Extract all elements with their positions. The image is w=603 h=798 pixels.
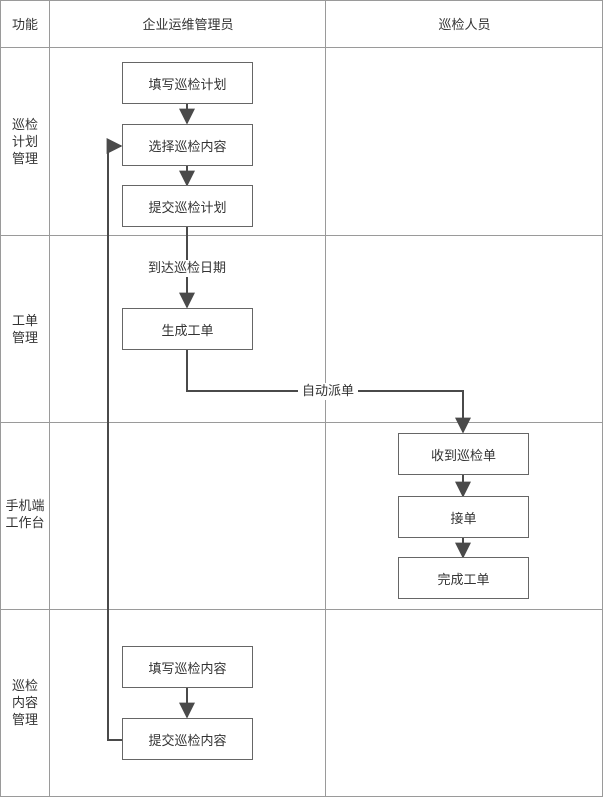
edge-label-auto-dispatch: 自动派单 <box>298 383 359 400</box>
node-fill-plan: 填写巡检计划 <box>122 62 253 104</box>
node-select-content: 选择巡检内容 <box>122 124 253 166</box>
header-inspector: 巡检人员 <box>438 18 491 33</box>
row-label-order: 工单 管理 <box>11 314 38 346</box>
node-accept-order: 接单 <box>398 496 529 538</box>
node-complete-order: 完成工单 <box>398 557 529 599</box>
node-fill-content: 填写巡检内容 <box>122 646 253 688</box>
node-submit-plan: 提交巡检计划 <box>122 185 253 227</box>
edge-submit-content-to-select <box>106 138 123 741</box>
row-label-plan: 巡检 计划 管理 <box>11 118 38 167</box>
node-submit-content: 提交巡检内容 <box>122 718 253 760</box>
node-generate-order: 生成工单 <box>122 308 253 350</box>
node-receive-order: 收到巡检单 <box>398 433 529 475</box>
edge-label-reach-date: 到达巡检日期 <box>144 260 231 277</box>
header-admin: 企业运维管理员 <box>142 18 234 33</box>
row-label-mobile: 手机端 工作台 <box>5 499 45 531</box>
row-label-content: 巡检 内容 管理 <box>11 679 38 728</box>
header-function: 功能 <box>11 18 38 33</box>
